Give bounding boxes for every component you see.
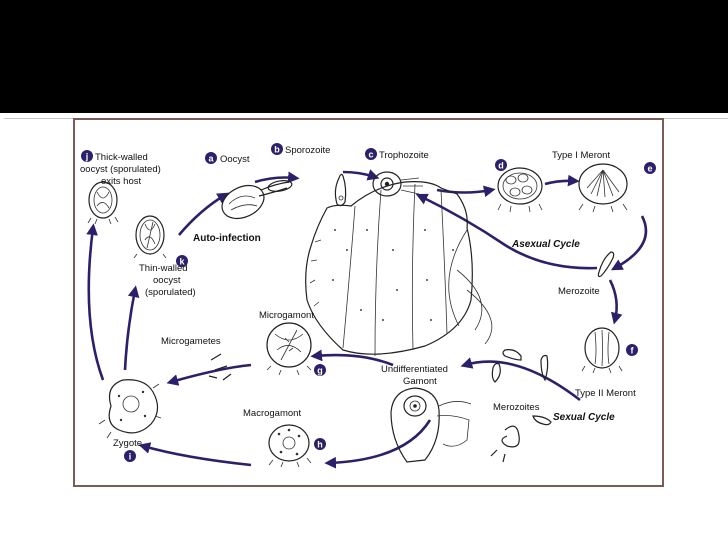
arrow-a-to-b: [254, 171, 300, 184]
label-thin-walled-1: Thin-walled: [139, 263, 188, 274]
badge-e: e: [644, 162, 656, 174]
svg-text:f: f: [631, 346, 635, 356]
thick-walled-oocyst-drawing: [87, 181, 119, 225]
label-thick-walled-2: oocyst (sporulated): [80, 164, 161, 175]
thin-walled-oocyst-drawing: [133, 215, 167, 259]
badge-i: i: [124, 450, 136, 462]
label-zygote: Zygote: [113, 438, 142, 449]
merozoites-drawing: [491, 349, 552, 426]
label-oocyst: Oocyst: [220, 154, 250, 165]
microgametes-drawing: [208, 353, 232, 381]
macrogamont-drawing: [268, 424, 312, 468]
svg-text:b: b: [274, 145, 280, 155]
svg-text:h: h: [317, 440, 323, 450]
arrow-b-to-c: [342, 169, 380, 181]
microgamont-drawing: [266, 322, 312, 376]
arrow-h-to-i: [138, 442, 252, 467]
svg-text:e: e: [647, 164, 652, 174]
merozoite-drawing: [597, 251, 615, 278]
stage-badges: j a b c d e k f g h i: [81, 143, 656, 462]
diagram-frame: j a b c d e k f g h i Thick-walled oocys…: [73, 118, 664, 487]
label-macrogamont: Macrogamont: [243, 408, 301, 419]
arrow-e-to-merozoite: [610, 215, 648, 271]
svg-text:g: g: [317, 366, 323, 376]
type-i-meront-mature-drawing: [578, 163, 628, 213]
cycle-arrows: [86, 169, 648, 469]
badge-j: j: [81, 150, 93, 162]
merozoite-swirl-drawing: [490, 425, 520, 463]
svg-text:i: i: [129, 452, 132, 462]
oocyst-drawing: [221, 180, 293, 220]
badge-c: c: [365, 148, 377, 160]
badge-f: f: [626, 344, 638, 356]
arrow-f-to-gamont: [460, 357, 581, 402]
svg-text:c: c: [368, 150, 373, 160]
label-thin-walled-3: (sporulated): [145, 287, 196, 298]
label-undifferentiated: Undifferentiated: [381, 364, 448, 375]
label-merozoite: Merozoite: [558, 286, 600, 297]
svg-text:d: d: [498, 161, 504, 171]
label-gamont: Gamont: [403, 376, 437, 387]
arrow-merozoite-to-f: [608, 279, 623, 325]
label-sexual-cycle: Sexual Cycle: [553, 412, 615, 423]
svg-text:k: k: [179, 257, 185, 267]
label-asexual-cycle: Asexual Cycle: [511, 239, 580, 250]
label-trophozoite: Trophozoite: [379, 150, 429, 161]
trophozoite-drawing: [372, 171, 423, 197]
intestinal-epithelium-drawing: [305, 181, 493, 357]
badge-d: d: [495, 159, 507, 171]
arrow-gamont-to-h: [324, 419, 432, 469]
badge-b: b: [271, 143, 283, 155]
label-thick-walled-1: Thick-walled: [95, 152, 148, 163]
label-auto-infection: Auto-infection: [193, 233, 261, 244]
arrow-i-to-j: [86, 223, 105, 381]
type-ii-meront-drawing: [581, 327, 623, 374]
label-type-ii-meront: Type II Meront: [575, 388, 636, 399]
stage-labels: Thick-walled oocyst (sporulated) exits h…: [80, 145, 636, 449]
label-sporozoite: Sporozoite: [285, 145, 330, 156]
arrow-g-to-i: [166, 363, 252, 386]
arrow-gamont-to-g: [310, 349, 394, 367]
title-bar: [0, 0, 728, 113]
undifferentiated-gamont-drawing: [390, 387, 472, 463]
label-merozoites: Merozoites: [493, 402, 540, 413]
arrow-c-to-d: [436, 185, 496, 198]
badge-h: h: [314, 438, 326, 450]
label-thin-walled-2: oocyst: [153, 275, 181, 286]
sporozoite-drawing: [334, 173, 347, 207]
zygote-drawing: [98, 379, 162, 439]
arrow-merozoite-to-c: [415, 193, 598, 270]
type-i-meront-drawing: [497, 167, 543, 213]
label-type-i-meront: Type I Meront: [552, 150, 610, 161]
badge-k: k: [176, 255, 188, 267]
arrow-d-to-e: [544, 174, 580, 187]
arrow-k-to-a: [178, 192, 230, 236]
label-microgametes: Microgametes: [161, 336, 221, 347]
svg-text:j: j: [85, 152, 89, 162]
badge-a: a: [205, 152, 217, 164]
label-thick-walled-3: exits host: [101, 176, 141, 187]
arrow-i-to-k: [123, 285, 140, 371]
badge-g: g: [314, 364, 326, 376]
cryptosporidium-life-cycle-diagram: j a b c d e k f g h i Thick-walled oocys…: [80, 143, 656, 469]
svg-text:a: a: [208, 154, 214, 164]
label-microgamont: Microgamont: [259, 310, 314, 321]
